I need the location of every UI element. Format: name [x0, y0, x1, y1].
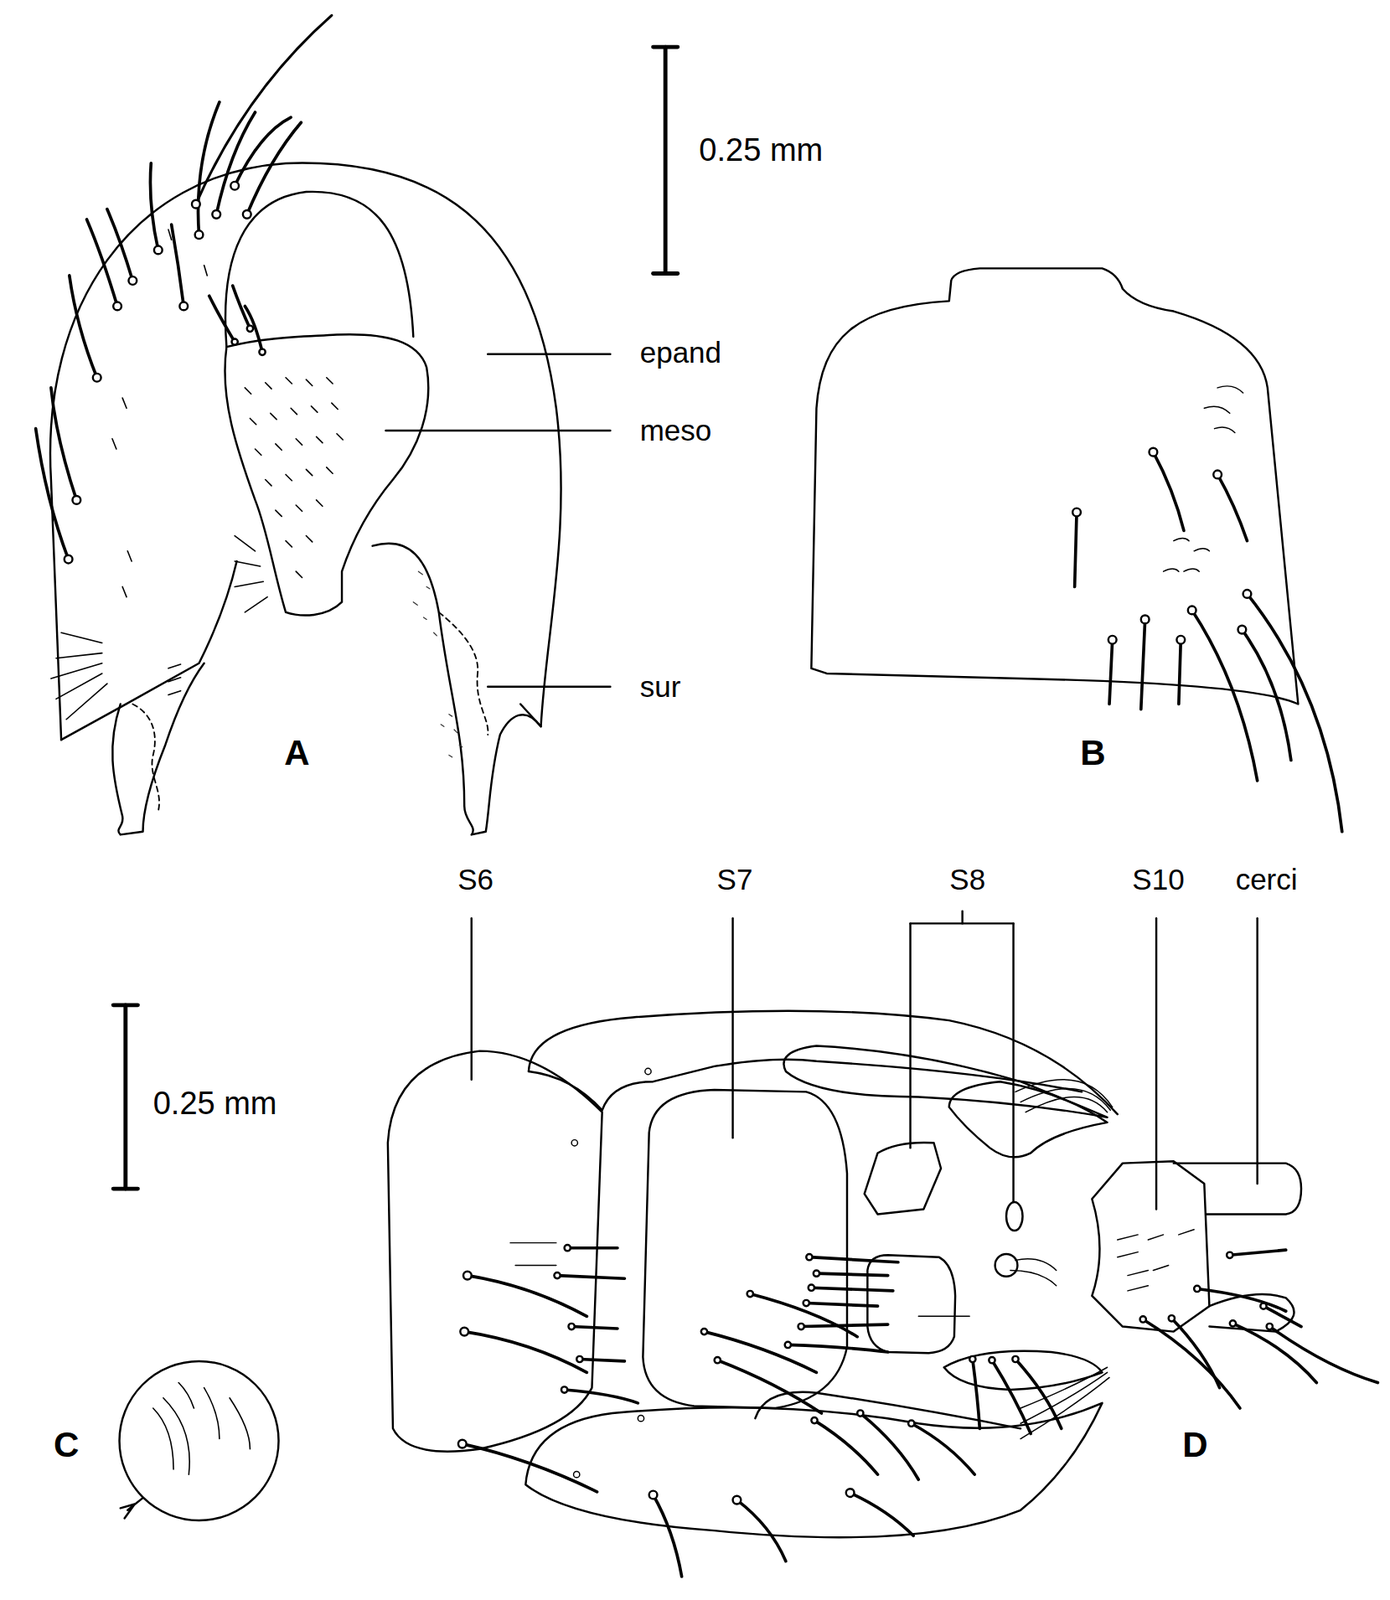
scale-bar — [113, 1005, 138, 1189]
part-label: S6 — [457, 863, 494, 897]
part-label: S8 — [949, 863, 986, 897]
part-label: epand — [640, 336, 722, 370]
part-label: sur — [640, 671, 682, 704]
scale-label: 0.25 mm — [698, 133, 823, 169]
part-label: S10 — [1131, 863, 1184, 897]
panel-letter: C — [53, 1426, 79, 1465]
scale-bar — [653, 46, 678, 274]
scale-label: 0.25 mm — [153, 1086, 278, 1122]
part-label: meso — [640, 414, 713, 448]
epandrium-drawing — [36, 15, 611, 835]
panel-letter: B — [1079, 733, 1106, 773]
panel-letter: A — [284, 733, 310, 773]
abdomen-drawing — [387, 911, 1379, 1577]
part-label: S7 — [717, 863, 754, 897]
panel-letter: D — [1182, 1426, 1208, 1465]
spermatheca-drawing — [119, 1361, 280, 1521]
part-label: cerci — [1235, 863, 1298, 897]
tergite-drawing — [811, 268, 1342, 832]
